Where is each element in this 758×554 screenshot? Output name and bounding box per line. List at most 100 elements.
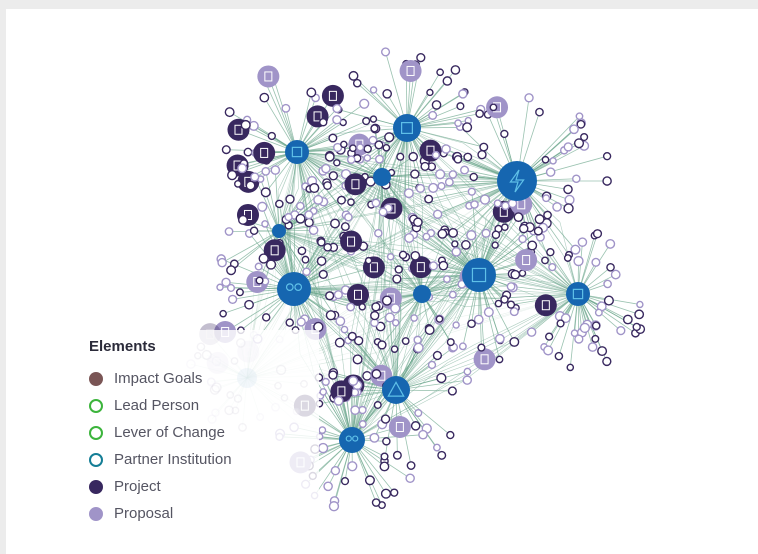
proposal-node[interactable] [573, 255, 584, 267]
project-node[interactable] [467, 319, 476, 329]
project-node[interactable] [446, 338, 455, 347]
proposal-node[interactable] [323, 481, 333, 492]
proposal-node[interactable] [216, 283, 224, 292]
proposal-node[interactable] [572, 174, 581, 184]
project-node[interactable] [489, 103, 498, 112]
project-node[interactable] [347, 331, 357, 341]
project-node[interactable] [243, 147, 253, 157]
project-node[interactable] [413, 217, 423, 228]
project-node[interactable] [602, 151, 612, 161]
project-node[interactable] [401, 337, 410, 345]
proposal-node[interactable] [328, 501, 340, 512]
proposal-node[interactable] [466, 230, 477, 241]
project-node[interactable] [392, 450, 402, 460]
proposal-node[interactable] [347, 461, 358, 472]
legend-item-proposal[interactable]: Proposal [89, 500, 319, 527]
project-node[interactable] [436, 372, 447, 384]
proposal-node[interactable] [319, 388, 328, 396]
hub-node[interactable] [413, 285, 431, 303]
proposal-node[interactable] [435, 169, 446, 180]
project-node[interactable] [323, 242, 333, 252]
proposal-node[interactable] [413, 335, 422, 345]
project-node[interactable] [340, 140, 348, 149]
project-node[interactable] [456, 102, 465, 111]
proposal-node[interactable] [483, 307, 494, 318]
proposal-node[interactable] [548, 263, 557, 272]
project-node[interactable] [285, 318, 294, 327]
project-node[interactable] [370, 310, 380, 321]
proposal-node[interactable] [427, 360, 437, 370]
project-node[interactable] [396, 152, 405, 161]
project-node[interactable] [285, 194, 295, 204]
proposal-node[interactable] [560, 313, 571, 324]
project-node[interactable] [328, 171, 339, 181]
project-node[interactable] [469, 172, 478, 182]
project-node[interactable] [573, 138, 585, 149]
project-node[interactable] [382, 144, 391, 152]
project-node[interactable] [324, 151, 335, 162]
proposal-node[interactable] [403, 188, 414, 199]
proposal-node[interactable] [363, 154, 372, 162]
proposal-node[interactable] [549, 157, 557, 165]
proposal-node[interactable] [470, 200, 479, 209]
proposal-node[interactable] [224, 227, 234, 236]
proposal-node[interactable] [381, 47, 391, 57]
project-node[interactable] [362, 371, 372, 381]
project-node[interactable] [506, 300, 516, 309]
project-node[interactable] [371, 302, 381, 312]
project-node[interactable] [369, 115, 378, 123]
project-node[interactable] [362, 116, 371, 126]
project-node[interactable] [591, 321, 601, 330]
project-node[interactable] [392, 274, 402, 284]
project-node[interactable] [382, 88, 393, 99]
proposal-node[interactable] [227, 294, 238, 305]
project-node[interactable] [592, 229, 603, 239]
project-node[interactable] [245, 180, 256, 191]
project-node[interactable] [563, 184, 573, 195]
project-node[interactable] [249, 226, 259, 236]
proposal-node[interactable] [443, 275, 451, 284]
project-node[interactable] [374, 140, 384, 150]
project-node[interactable] [450, 65, 461, 75]
project-node[interactable] [576, 119, 586, 129]
project-node[interactable] [304, 217, 314, 228]
proposal-node[interactable] [356, 143, 365, 152]
proposal-node[interactable] [261, 220, 269, 228]
project-node[interactable] [442, 76, 453, 86]
project-node[interactable] [545, 332, 554, 341]
project-node[interactable] [448, 227, 459, 238]
proposal-node[interactable] [404, 233, 415, 244]
proposal-node[interactable] [317, 442, 329, 454]
proposal-node[interactable] [428, 261, 439, 271]
project-node[interactable] [237, 214, 249, 225]
legend-item-partner-institution[interactable]: Partner Institution [89, 446, 319, 473]
legend-item-lead-person[interactable]: Lead Person [89, 392, 319, 419]
proposal-node[interactable] [448, 290, 457, 299]
project-node[interactable] [309, 182, 320, 194]
proposal-node[interactable] [308, 225, 319, 236]
project-node[interactable] [390, 488, 399, 497]
hub-node[interactable] [272, 224, 286, 238]
proposal-node[interactable] [374, 154, 384, 164]
project-node[interactable] [494, 299, 503, 308]
proposal-node[interactable] [594, 308, 603, 317]
project-node[interactable] [321, 84, 344, 107]
proposal-node[interactable] [451, 247, 462, 257]
project-node[interactable] [410, 251, 421, 261]
project-node[interactable] [509, 336, 520, 347]
proposal-node[interactable] [433, 443, 441, 452]
project-node[interactable] [597, 346, 608, 357]
project-node[interactable] [325, 310, 336, 321]
hub-node[interactable] [566, 282, 590, 306]
project-node[interactable] [606, 262, 615, 272]
proposal-node[interactable] [374, 229, 383, 238]
project-node[interactable] [226, 265, 237, 276]
proposal-node[interactable] [344, 212, 353, 222]
project-node[interactable] [394, 265, 403, 274]
proposal-node[interactable] [437, 182, 446, 191]
project-node[interactable] [306, 87, 317, 98]
project-node[interactable] [253, 141, 276, 164]
proposal-node[interactable] [506, 282, 516, 291]
proposal-node[interactable] [432, 209, 443, 219]
project-node[interactable] [244, 299, 254, 310]
